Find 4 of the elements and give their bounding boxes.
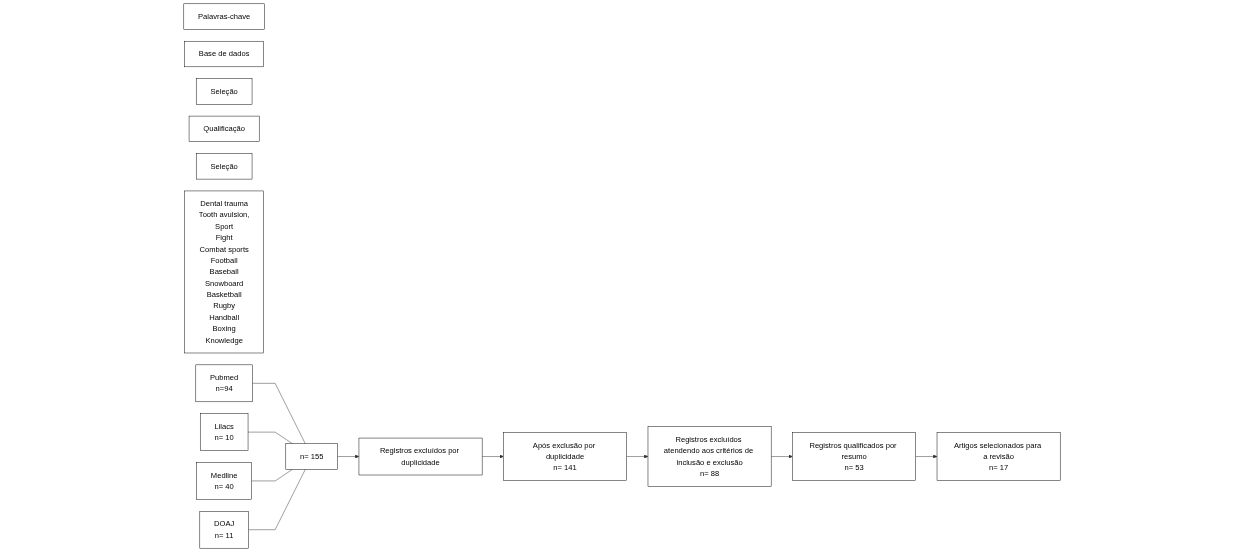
connector: [248, 469, 306, 530]
connector: [251, 469, 293, 482]
connector: [252, 383, 306, 444]
connector: [247, 431, 293, 444]
